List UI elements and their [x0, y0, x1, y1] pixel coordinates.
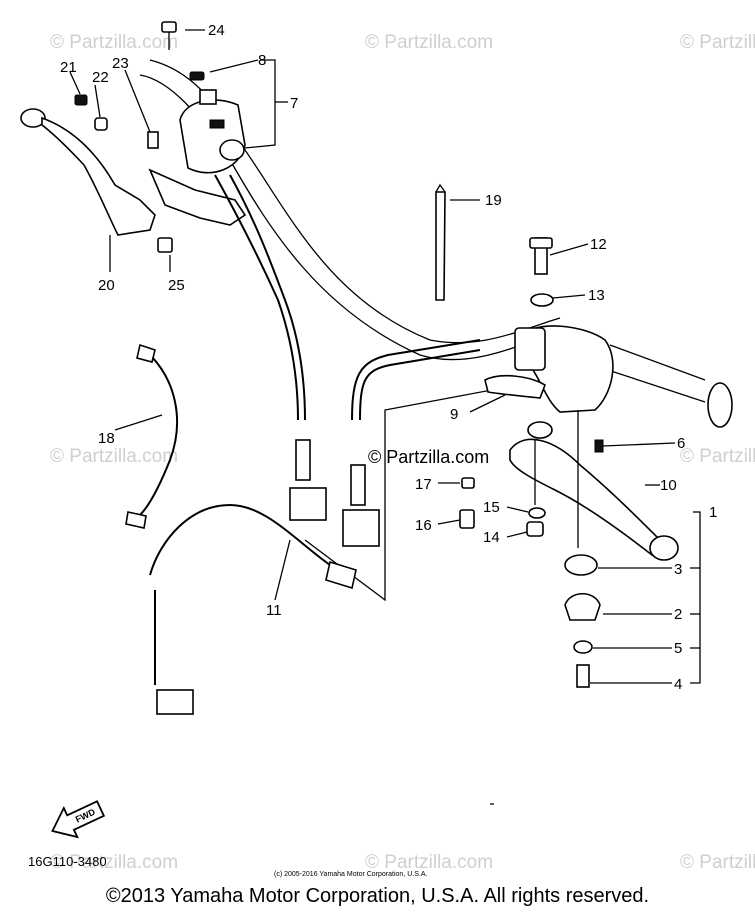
cable-tie-19 [435, 183, 446, 301]
callout-2: 2 [674, 606, 682, 623]
small-parts-right [459, 410, 601, 688]
footer-copyright: ©2013 Yamaha Motor Corporation, U.S.A. A… [105, 885, 650, 907]
fwd-arrow-icon: FWD [51, 800, 106, 839]
callout-11: 11 [266, 602, 282, 619]
callout-3: 3 [674, 561, 682, 578]
callout-22: 22 [92, 69, 109, 86]
callout-16: 16 [415, 517, 432, 534]
callout-24: 24 [208, 22, 225, 39]
callout-10: 10 [660, 477, 677, 494]
callout-23: 23 [112, 55, 129, 72]
callout-15: 15 [483, 499, 500, 516]
callout-1: 1 [709, 504, 717, 521]
callout-labels: 1 2 3 4 5 6 7 8 9 10 11 12 13 14 15 16 1… [60, 22, 717, 693]
leader-lines [69, 29, 701, 684]
watermark-layer: © Partzilla.com © Partzilla.com © Partzi… [50, 32, 755, 873]
small-copyright: (c) 2005-2016 Yamaha Motor Corporation, … [274, 871, 427, 878]
callout-4: 4 [674, 676, 682, 693]
callout-17: 17 [415, 476, 432, 493]
wire-lead-11 [149, 503, 357, 715]
brake-master-cylinder [484, 237, 614, 453]
watermark: © Partzilla.com [50, 446, 178, 467]
diagram-part-number: 16G110-3480 [28, 854, 107, 869]
callout-25: 25 [168, 277, 185, 294]
callout-6: 6 [677, 435, 685, 452]
callout-14: 14 [483, 529, 500, 546]
left-handlebar-switch [148, 89, 247, 226]
callout-9: 9 [450, 406, 458, 423]
callout-7: 7 [290, 95, 298, 112]
callout-8: 8 [258, 52, 266, 69]
callout-21: 21 [60, 59, 77, 76]
small-parts-left [74, 21, 205, 253]
watermark: © Partzilla.com [50, 852, 178, 873]
brake-lever-10 [509, 421, 679, 561]
switch-cable-18 [125, 343, 178, 529]
watermark: © Partzilla.com [365, 852, 493, 873]
callout-19: 19 [485, 192, 502, 209]
watermark: © Partzilla.com [680, 32, 755, 53]
callout-20: 20 [98, 277, 115, 294]
center-watermark: © Partzilla.com [368, 447, 489, 467]
watermark: © Partzilla.com [680, 852, 755, 873]
watermark: © Partzilla.com [365, 32, 493, 53]
callout-18: 18 [98, 430, 115, 447]
watermark: © Partzilla.com [680, 446, 755, 467]
callout-12: 12 [590, 236, 607, 253]
clutch-lever-20 [20, 108, 156, 236]
watermark: © Partzilla.com [50, 32, 178, 53]
callout-13: 13 [588, 287, 605, 304]
callout-5: 5 [674, 640, 682, 657]
